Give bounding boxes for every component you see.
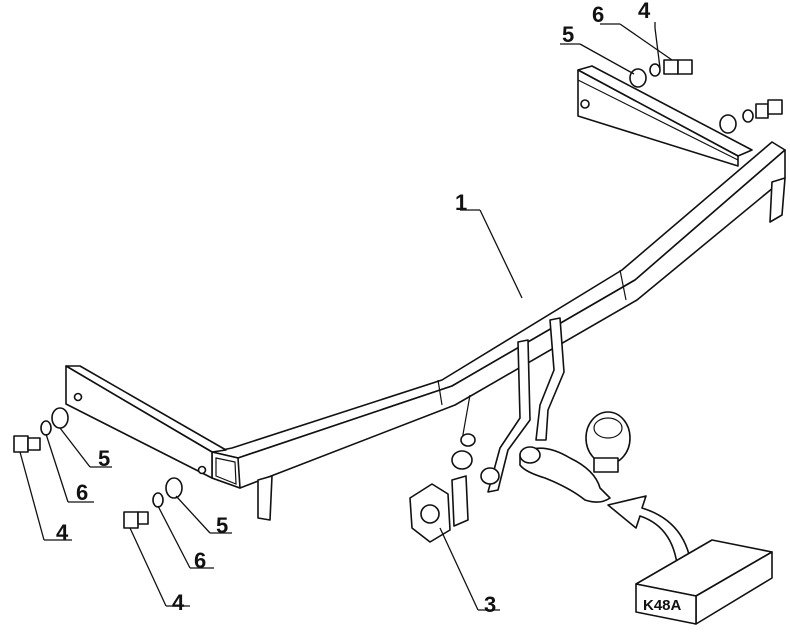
- leader-lines: [19, 22, 673, 611]
- left-side-bracket: [65, 365, 227, 479]
- label-spring-mid: 6: [194, 548, 206, 573]
- fasteners-top: [629, 59, 783, 134]
- label-spring-top: 6: [592, 2, 604, 27]
- model-box: K48A: [635, 539, 773, 625]
- tow-ball: [519, 411, 631, 503]
- label-washer-left: 5: [98, 446, 110, 471]
- label-bolt-left: 4: [56, 520, 69, 545]
- label-washer-top: 5: [562, 22, 574, 47]
- label-bolt-mid: 4: [172, 590, 185, 615]
- fasteners-mid: [123, 477, 183, 529]
- main-cross-beam: [211, 141, 786, 521]
- hanger-nuts: [451, 433, 500, 485]
- label-washer-mid: 5: [216, 513, 228, 538]
- label-part-1: 1: [455, 190, 467, 215]
- label-bolt-top: 4: [638, 0, 651, 23]
- direction-arrow: [607, 495, 693, 576]
- label-spring-left: 6: [76, 480, 88, 505]
- label-part-3: 3: [484, 592, 496, 617]
- right-side-bracket: [577, 65, 753, 167]
- fasteners-left: [13, 407, 69, 453]
- model-code-label: K48A: [643, 597, 682, 614]
- ball-hanger: [461, 317, 565, 493]
- socket-plate: [409, 475, 469, 543]
